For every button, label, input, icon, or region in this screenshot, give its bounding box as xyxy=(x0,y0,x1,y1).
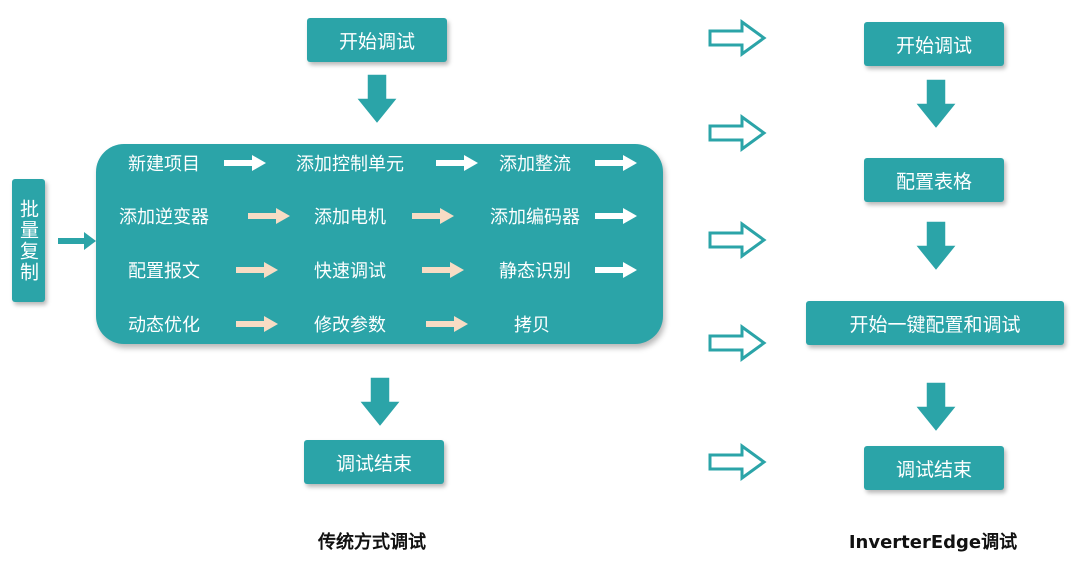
left-start-box: 开始调试 xyxy=(307,18,447,62)
down-arrow-icon xyxy=(913,381,959,434)
step-dynamic-optimization: 动态优化 xyxy=(128,315,200,336)
hollow-arrow-icon xyxy=(708,325,766,361)
right-start-label: 开始调试 xyxy=(895,34,972,57)
batch-copy-box: 批量复制 xyxy=(12,179,45,302)
batch-copy-label: 批量复制 xyxy=(17,198,39,283)
config-table-label: 配置表格 xyxy=(895,170,972,193)
down-arrow-icon xyxy=(913,220,959,273)
config-table-box: 配置表格 xyxy=(864,158,1004,202)
step-add-control-unit: 添加控制单元 xyxy=(296,154,404,175)
one-click-config-label: 开始一键配置和调试 xyxy=(849,313,1021,336)
step-add-encoder: 添加编码器 xyxy=(490,207,580,228)
left-caption: 传统方式调试 xyxy=(318,532,426,553)
right-end-label: 调试结束 xyxy=(895,458,972,481)
hollow-arrow-icon xyxy=(708,222,766,258)
down-arrow-icon xyxy=(913,78,959,131)
hollow-arrow-icon xyxy=(708,115,766,151)
hollow-arrow-icon xyxy=(708,444,766,480)
step-config-telegram: 配置报文 xyxy=(128,261,200,282)
step-add-rectifier: 添加整流 xyxy=(499,154,571,175)
step-copy: 拷贝 xyxy=(514,315,550,336)
traditional-steps-panel xyxy=(96,144,663,344)
right-end-box: 调试结束 xyxy=(864,446,1004,490)
one-click-config-box: 开始一键配置和调试 xyxy=(806,301,1064,345)
step-quick-commissioning: 快速调试 xyxy=(314,261,386,282)
hollow-arrow-icon xyxy=(708,20,766,56)
right-start-box: 开始调试 xyxy=(864,22,1004,66)
left-start-label: 开始调试 xyxy=(338,30,415,53)
batch-copy-arrow-icon xyxy=(58,232,96,250)
step-static-identification: 静态识别 xyxy=(499,261,571,282)
left-end-label: 调试结束 xyxy=(335,452,412,475)
step-modify-params: 修改参数 xyxy=(314,315,386,336)
down-arrow-icon xyxy=(357,376,403,429)
step-new-project: 新建项目 xyxy=(128,154,200,175)
step-add-motor: 添加电机 xyxy=(314,207,386,228)
step-add-inverter: 添加逆变器 xyxy=(119,207,209,228)
left-end-box: 调试结束 xyxy=(304,440,444,484)
right-caption: InverterEdge调试 xyxy=(848,532,1018,553)
down-arrow-icon xyxy=(354,73,400,126)
